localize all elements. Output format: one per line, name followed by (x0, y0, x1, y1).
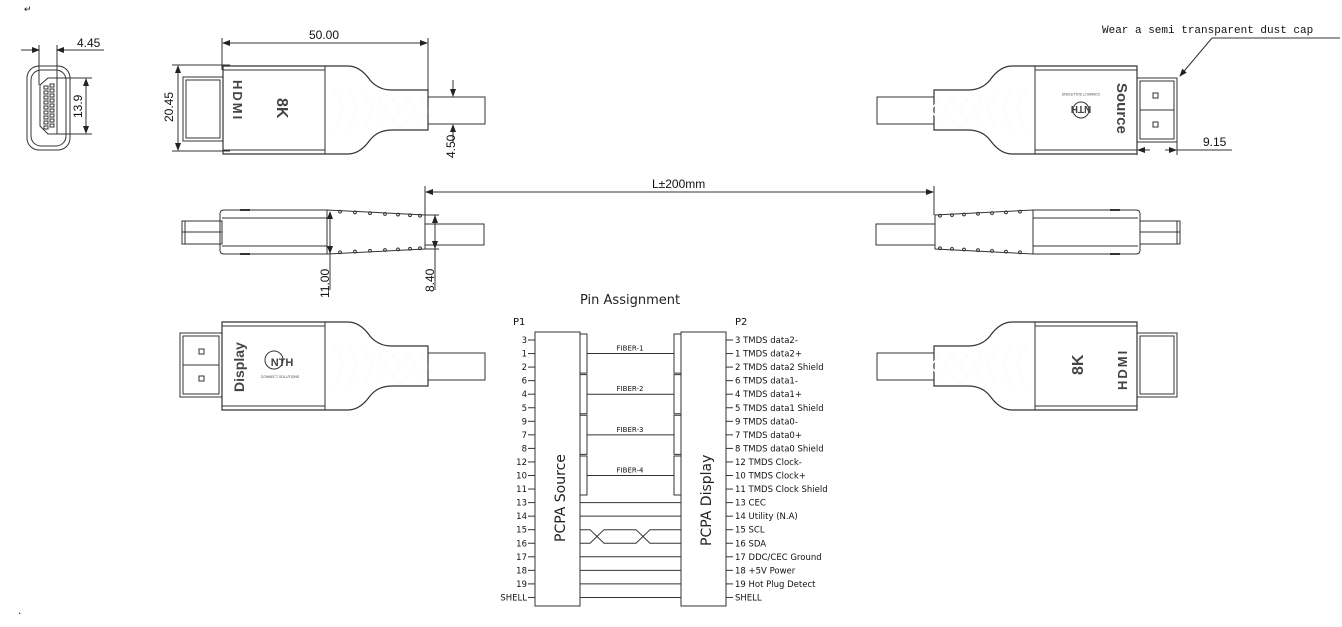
side-view: 11.00 8.40 L±200mm (181, 177, 1181, 298)
p2-pin-label: 19 Hot Plug Detect (735, 580, 816, 590)
pin-assignment-title: Pin Assignment (580, 293, 680, 308)
p2-pin-label: 2 TMDS data2 Shield (735, 363, 824, 373)
p1-pin-label: 9 (522, 417, 527, 427)
p1-pin-label: 7 (522, 431, 527, 441)
p1-label: P1 (513, 317, 525, 328)
p1-pin-label: 5 (522, 404, 527, 414)
cap-dim: 9.15 (1203, 135, 1227, 149)
p2-pin-label: 13 CEC (735, 499, 766, 509)
p1-pin-label: 2 (522, 363, 527, 373)
p2-pin-label: 15 SCL (735, 526, 765, 536)
p2-pin-label: 9 TMDS data0- (735, 417, 798, 427)
bottom-mark: . (18, 603, 21, 617)
nth-logo: NTH (1071, 103, 1092, 114)
p1-pin-label: 14 (516, 512, 527, 522)
fiber-bracket-right (673, 333, 681, 374)
front-width-dim: 4.45 (77, 36, 101, 50)
pin-assignment-diagram: Pin Assignment P1 P2 PCPA Source PCPA Di… (500, 293, 828, 607)
hdmi-logo: HDMI (1115, 349, 1130, 390)
8k-label: 8K (1070, 354, 1087, 375)
p2-pin-label: 6 TMDS data1- (735, 377, 798, 387)
p2-pin-label: SHELL (735, 593, 762, 603)
top-left-plug: HDMI 8K 50.00 20.45 4.50 (162, 28, 486, 158)
height-dim: 20.45 (162, 92, 176, 122)
fiber-label: FIBER-2 (617, 385, 644, 393)
nth-logo: NTH (271, 357, 294, 369)
p1-pin-label: 19 (516, 580, 527, 590)
p1-pin-label: 17 (516, 553, 527, 563)
front-view: 4.45 13.9 (21, 36, 104, 151)
corner-mark: ↵ (24, 4, 32, 14)
p1-pin-label: 15 (516, 526, 527, 536)
p2-pin-label: 5 TMDS data1 Shield (735, 404, 824, 414)
p1-pin-label: 1 (522, 350, 527, 360)
p2-pin-label: 11 TMDS Clock Shield (735, 485, 828, 495)
p2-pin-label: 12 TMDS Clock- (735, 458, 802, 468)
p2-pin-label: 7 TMDS data0+ (735, 431, 802, 441)
front-height-dim: 13.9 (71, 94, 85, 118)
dust-cap-note: Wear a semi transparent dust cap (1102, 25, 1313, 37)
length-dim: 50.00 (309, 28, 339, 42)
boot-dim: 11.00 (318, 269, 332, 298)
source-box (534, 331, 581, 607)
source-label: Source (1113, 83, 1130, 134)
fiber-bracket-right (673, 455, 681, 496)
fiber-label: FIBER-3 (617, 426, 644, 434)
p1-pin-label: 13 (516, 499, 527, 509)
bottom-left-plug: Display NTH CONNECT SOLUTIONS (179, 321, 486, 411)
p1-pin-label: 4 (522, 390, 527, 400)
hdmi-logo: HDMI (230, 80, 245, 121)
fiber-bracket-left (580, 333, 588, 374)
fiber-bracket-left (580, 414, 588, 455)
top-right-plug: NTH CONNECT SOLUTIONS Source Wear a semi… (876, 25, 1340, 155)
fiber-bracket-left (580, 374, 588, 415)
wire-scl (580, 529, 681, 544)
display-box-label: PCPA Display (699, 455, 715, 546)
p2-pin-label: 10 TMDS Clock+ (735, 472, 806, 482)
fiber-bracket-right (673, 414, 681, 455)
nth-logo-subtext: CONNECT SOLUTIONS (261, 375, 300, 379)
p2-pin-label: 16 SDA (735, 539, 766, 549)
fiber-label: FIBER-4 (617, 467, 644, 475)
p2-pin-label: 17 DDC/CEC Ground (735, 553, 822, 563)
cable-dim-side: 8.40 (423, 268, 437, 292)
display-box (680, 331, 727, 607)
bottom-right-plug: HDMI 8K (876, 321, 1178, 411)
p1-pin-label: 6 (522, 377, 527, 387)
p2-pin-label: 8 TMDS data0 Shield (735, 444, 824, 454)
p1-pin-label: 18 (516, 566, 527, 576)
cable-length-dim: L±200mm (652, 177, 705, 191)
nth-logo-subtext: CONNECT SOLUTIONS (1061, 92, 1100, 96)
wire-sda (580, 529, 681, 544)
p2-pin-label: 3 TMDS data2- (735, 336, 798, 346)
8k-label: 8K (273, 98, 290, 119)
fiber-bracket-left (580, 455, 588, 496)
p1-pin-label: 10 (516, 472, 527, 482)
p1-pin-label: 16 (516, 539, 527, 549)
display-label: Display (231, 342, 247, 392)
p2-label: P2 (735, 317, 747, 328)
p2-pin-label: 18 +5V Power (735, 566, 796, 576)
fiber-bracket-right (673, 374, 681, 415)
cable-dim: 4.50 (444, 134, 458, 158)
p1-pin-label: 3 (522, 336, 527, 346)
p2-pin-label: 14 Utility (N.A) (735, 512, 798, 522)
source-box-label: PCPA Source (553, 454, 569, 542)
p1-pin-label: 12 (516, 458, 527, 468)
p2-pin-label: 1 TMDS data2+ (735, 350, 802, 360)
p2-pin-label: 4 TMDS data1+ (735, 390, 802, 400)
p1-pin-label: 8 (522, 444, 527, 454)
p1-pin-label: SHELL (500, 593, 527, 603)
p1-pin-label: 11 (516, 485, 527, 495)
fiber-label: FIBER-1 (617, 345, 644, 353)
